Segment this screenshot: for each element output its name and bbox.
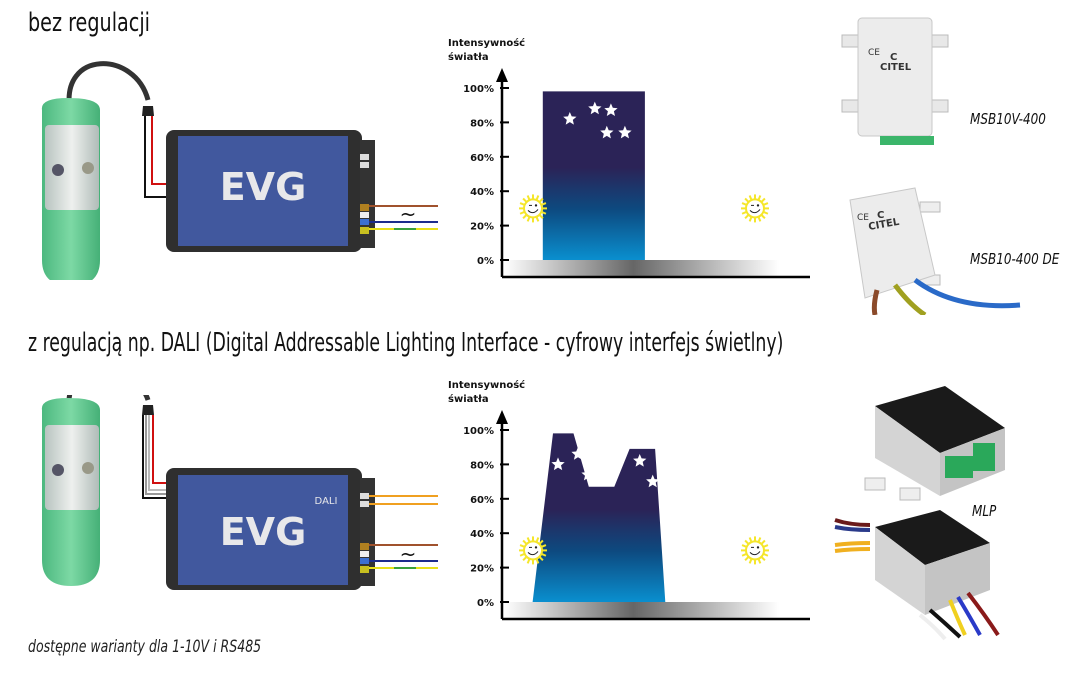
svg-text:C: C bbox=[890, 52, 897, 63]
intensity-chart-no-dimming: 0%20%40%60%80%100%Intensywnośćświatłat/h bbox=[448, 37, 810, 279]
svg-text:CE: CE bbox=[868, 48, 880, 58]
ac-symbol: ~ bbox=[400, 542, 417, 566]
y-axis-arrow bbox=[496, 68, 508, 82]
star-icon bbox=[551, 457, 565, 471]
y-tick-label: 40% bbox=[470, 187, 494, 198]
product-image-msb10-400-de: CE C CITEL bbox=[849, 187, 1021, 315]
star-icon bbox=[604, 103, 618, 116]
y-axis-label: światła bbox=[448, 51, 489, 63]
star-icon bbox=[581, 467, 595, 481]
intensity-area bbox=[542, 91, 645, 261]
product-image-msb10v-400: CE C CITEL bbox=[841, 17, 949, 145]
product-label-mlp: MLP bbox=[972, 502, 997, 520]
section-title-no-dimming: bez regulacji bbox=[28, 8, 150, 38]
intensity-area bbox=[532, 433, 666, 602]
y-tick-label: 100% bbox=[463, 84, 494, 95]
wiring-diagram-top: EVG ~ bbox=[41, 61, 438, 280]
ballast-evg bbox=[166, 130, 375, 252]
time-axis-gradient bbox=[504, 260, 779, 276]
brand-label: CITEL bbox=[868, 217, 901, 233]
y-tick-label: 60% bbox=[470, 153, 494, 164]
intensity-chart-dali: 0%20%40%60%80%100%Intensywnośćświatłat/h bbox=[448, 379, 810, 621]
star-icon bbox=[600, 125, 614, 139]
star-icon bbox=[646, 474, 660, 488]
y-axis-label: światła bbox=[448, 393, 489, 405]
section-title-dali-dimming: z regulacją np. DALI (Digital Addressabl… bbox=[28, 328, 784, 358]
y-tick-label: 40% bbox=[470, 529, 494, 540]
product-label-msb10v-400: MSB10V-400 bbox=[970, 110, 1046, 128]
y-tick-label: 80% bbox=[470, 118, 494, 129]
star-icon bbox=[618, 125, 632, 139]
dali-badge: DALI bbox=[315, 496, 338, 507]
y-tick-label: 20% bbox=[470, 564, 494, 575]
y-axis-arrow bbox=[496, 410, 508, 424]
lamp-icon bbox=[41, 61, 151, 280]
star-icon bbox=[571, 447, 585, 460]
lamp-icon bbox=[41, 395, 151, 586]
footnote-variants: dostępne warianty dla 1-10V i RS485 bbox=[28, 637, 262, 657]
ac-symbol: ~ bbox=[400, 202, 417, 226]
sun-icon bbox=[741, 194, 769, 223]
y-axis-label: Intensywność bbox=[448, 37, 525, 49]
ballast-evg-dali bbox=[166, 468, 375, 590]
y-tick-label: 0% bbox=[477, 598, 494, 609]
y-axis-label: Intensywność bbox=[448, 379, 525, 391]
sun-icon bbox=[741, 536, 769, 565]
svg-text:C: C bbox=[877, 210, 884, 221]
y-tick-label: 60% bbox=[470, 495, 494, 506]
ballast-label: EVG bbox=[220, 165, 307, 209]
product-image-mlp-terminal bbox=[864, 386, 1005, 501]
y-tick-label: 80% bbox=[470, 460, 494, 471]
sun-icon bbox=[519, 536, 547, 565]
y-tick-label: 20% bbox=[470, 222, 494, 233]
time-axis-gradient bbox=[504, 602, 779, 618]
brand-label: CITEL bbox=[880, 62, 912, 73]
product-label-msb10-400-de: MSB10-400 DE bbox=[970, 250, 1060, 268]
star-icon bbox=[633, 454, 647, 467]
y-tick-label: 100% bbox=[463, 426, 494, 437]
ballast-label: EVG bbox=[220, 510, 307, 554]
star-icon bbox=[563, 112, 577, 125]
star-icon bbox=[588, 101, 602, 115]
svg-text:CE: CE bbox=[857, 213, 869, 223]
sun-icon bbox=[519, 194, 547, 223]
wiring-diagram-bottom: EVG DALI ~ bbox=[41, 395, 438, 590]
product-image-mlp-wired bbox=[834, 510, 1000, 641]
y-tick-label: 0% bbox=[477, 256, 494, 267]
